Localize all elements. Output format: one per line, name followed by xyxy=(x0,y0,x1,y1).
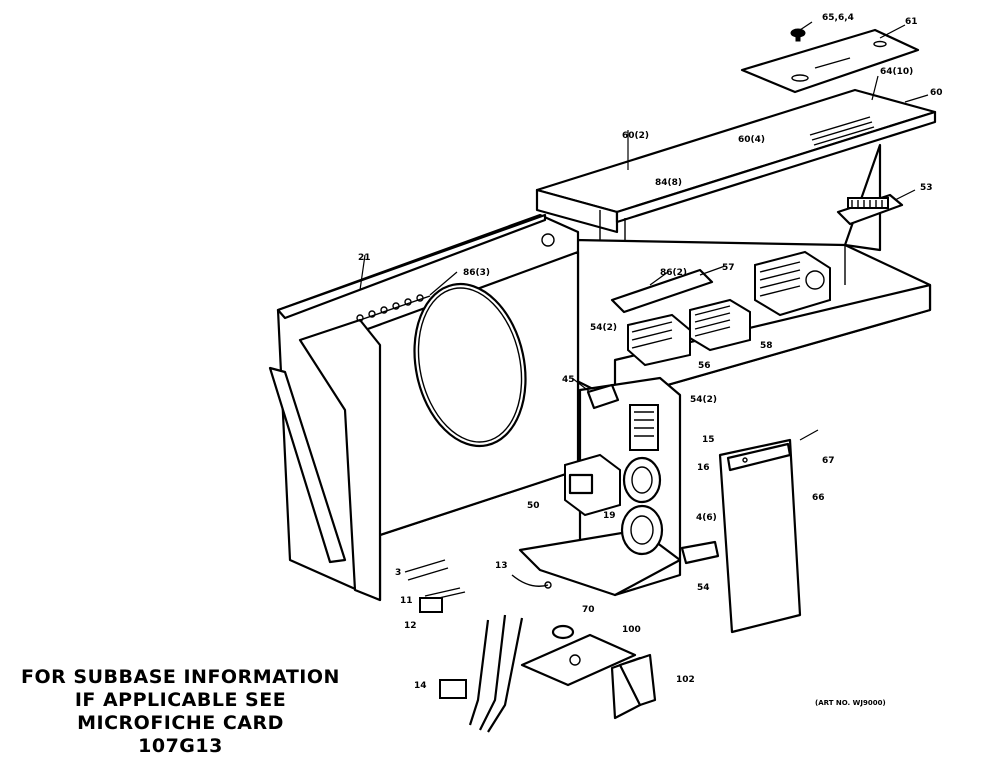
note-line-3: MICROFICHE CARD xyxy=(77,712,284,734)
upper-control-frame xyxy=(535,88,937,259)
bracket-block xyxy=(610,268,714,314)
label-transformer: 50 xyxy=(527,501,540,511)
label-screw-column: 60(2) xyxy=(622,131,649,141)
note-line-4: 107G13 xyxy=(138,735,223,757)
small-bracket xyxy=(680,540,720,565)
motor xyxy=(620,504,664,556)
label-front-cover-screw: 67 xyxy=(822,456,835,466)
label-power-cord: 14 xyxy=(414,681,427,691)
label-switch-a: 15 xyxy=(702,435,715,445)
label-plug-a: 11 xyxy=(400,596,413,606)
label-screw-mid: 60(4) xyxy=(738,135,765,145)
knob xyxy=(551,624,575,640)
label-clip: 45 xyxy=(562,375,575,385)
subbase-note: FOR SUBBASE INFORMATION IF APPLICABLE SE… xyxy=(8,666,353,758)
transformer xyxy=(564,453,621,517)
relay-lower xyxy=(627,313,691,367)
label-relay-left: 56 xyxy=(698,361,711,371)
label-screw-top: 65,6,4 xyxy=(822,13,854,23)
power-cord xyxy=(439,614,524,733)
label-shield-screw: 86(2) xyxy=(660,268,687,278)
bracket-plate xyxy=(520,633,637,687)
label-cover-plate: 61 xyxy=(905,17,918,27)
label-fan-screws: 86(3) xyxy=(463,268,490,278)
label-relay-right: 58 xyxy=(760,341,773,351)
label-wire-clip: 3 xyxy=(395,568,401,578)
switch-lower xyxy=(622,456,662,504)
switch-upper xyxy=(629,404,659,451)
wire-clips xyxy=(404,559,466,601)
top-cover-plate xyxy=(740,28,920,94)
top-screw xyxy=(790,28,806,42)
label-bracket-plate: 100 xyxy=(622,625,641,635)
art-number-stamp: (ART NO. WJ9000) xyxy=(815,699,886,707)
label-capacitor-screws: 54(2) xyxy=(590,323,617,333)
front-cover xyxy=(718,438,802,634)
note-line-2: IF APPLICABLE SEE xyxy=(74,689,287,711)
label-screw-column-2: 84(8) xyxy=(655,178,682,188)
terminal-block xyxy=(836,193,904,226)
label-plug-b: 12 xyxy=(404,621,417,631)
label-screw-right: 64(10) xyxy=(880,67,913,77)
side-rail-screws xyxy=(356,294,431,322)
label-knob: 70 xyxy=(582,605,595,615)
label-bracket-block: 57 xyxy=(722,263,735,273)
plug xyxy=(419,597,443,613)
relay-upper xyxy=(754,250,831,317)
label-top-right-frame: 60 xyxy=(930,88,943,98)
label-side-panel: 21 xyxy=(358,253,371,263)
label-front-cover: 66 xyxy=(812,493,825,503)
label-screw-small: 4(6) xyxy=(696,513,717,523)
label-screw-front: 54(2) xyxy=(690,395,717,405)
label-bracket-small: 54 xyxy=(697,583,710,593)
clip-part xyxy=(586,383,620,410)
label-motor: 19 xyxy=(603,511,616,521)
label-connector: 13 xyxy=(495,561,508,571)
box xyxy=(610,653,657,720)
label-switch-b: 16 xyxy=(697,463,710,473)
label-box: 102 xyxy=(676,675,695,685)
note-line-1: FOR SUBBASE INFORMATION xyxy=(21,666,340,688)
relay-middle xyxy=(689,298,751,352)
wire-connector xyxy=(511,574,552,589)
label-terminal-block: 53 xyxy=(920,183,933,193)
